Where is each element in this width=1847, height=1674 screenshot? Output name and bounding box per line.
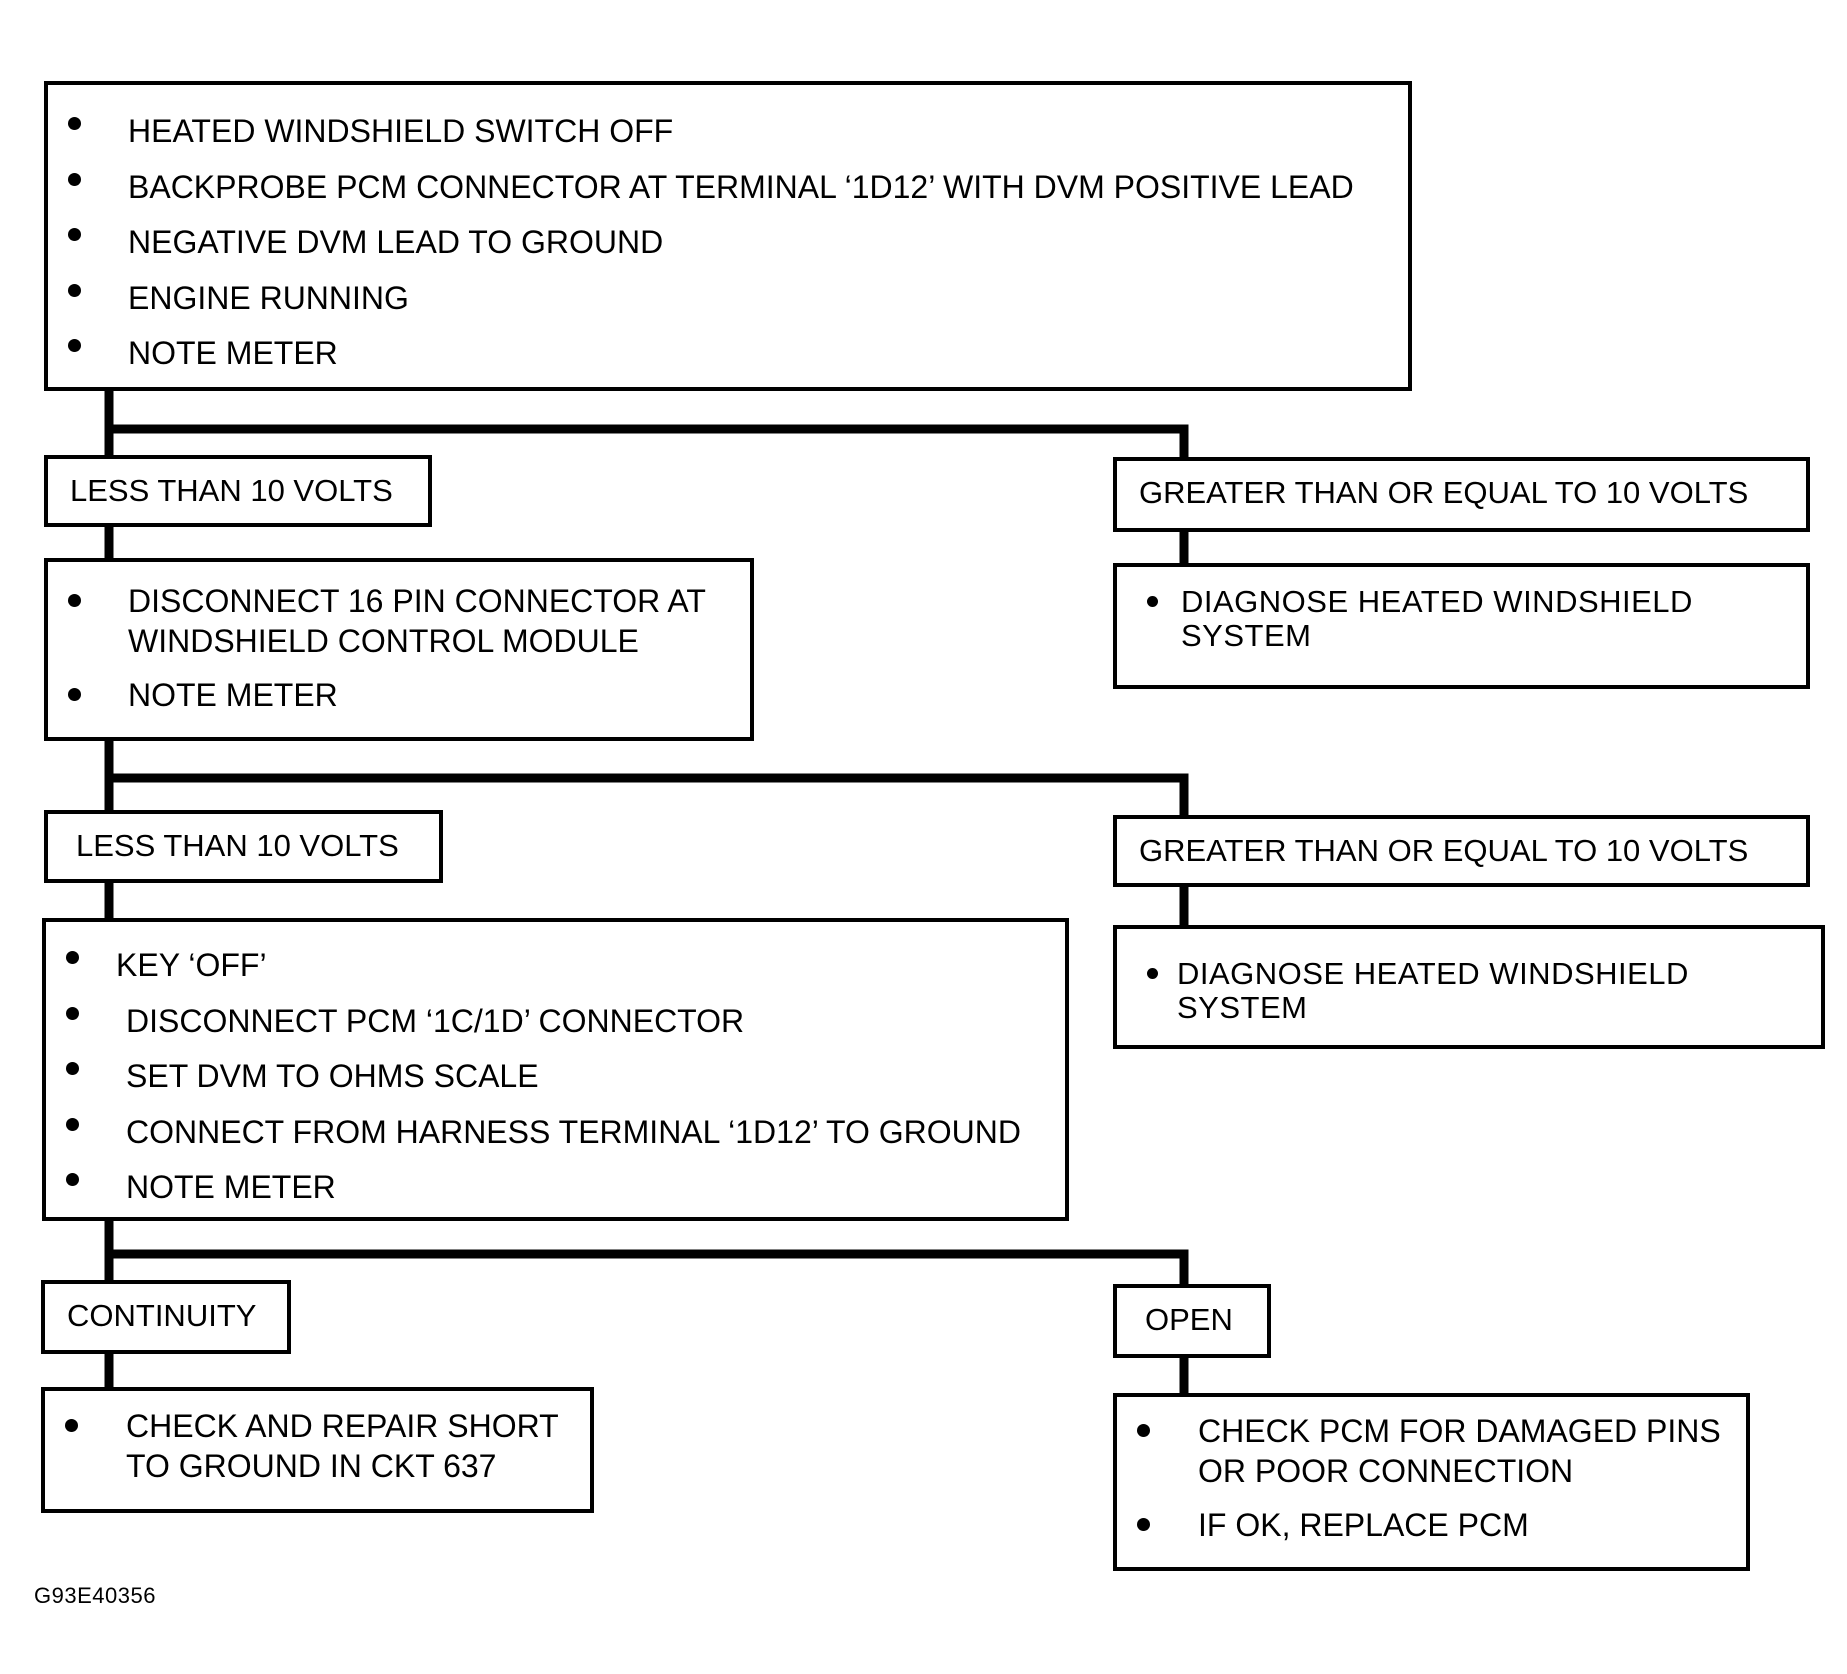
branch1-diagnose-box: DIAGNOSE HEATED WINDSHIELD SYSTEM <box>1113 563 1810 689</box>
open-action-line-2: OR POOR CONNECTION <box>1198 1453 1574 1489</box>
step2-bullet: DISCONNECT 16 PIN CONNECTOR AT WINDSHIEL… <box>48 581 750 661</box>
step1-bullet: BACKPROBE PCM CONNECTOR AT TERMINAL ‘1D1… <box>48 160 1408 216</box>
step3-bullet: KEY ‘OFF’ <box>46 938 1065 994</box>
step3-bullet: NOTE METER <box>46 1160 1065 1216</box>
branch2-diagnose-box: DIAGNOSE HEATED WINDSHIELD SYSTEM <box>1113 925 1825 1049</box>
continuity-action-line-2: TO GROUND IN CKT 637 <box>126 1448 497 1484</box>
connector-step2-right <box>104 773 1189 820</box>
connector-step1-right <box>104 424 1189 460</box>
step2-box: DISCONNECT 16 PIN CONNECTOR AT WINDSHIEL… <box>44 558 754 741</box>
step2-bullet-line-2: WINDSHIELD CONTROL MODULE <box>128 623 639 659</box>
step1-bullet: HEATED WINDSHIELD SWITCH OFF <box>48 104 1408 160</box>
step3-box: KEY ‘OFF’ DISCONNECT PCM ‘1C/1D’ CONNECT… <box>42 918 1069 1221</box>
step1-bullet: NEGATIVE DVM LEAD TO GROUND <box>48 215 1408 271</box>
step1-box: HEATED WINDSHIELD SWITCH OFF BACKPROBE P… <box>44 81 1412 391</box>
diagnose-line-2: SYSTEM <box>1177 990 1308 1026</box>
diagnose-line-1: DIAGNOSE HEATED WINDSHIELD <box>1181 584 1693 619</box>
connector-step3-right <box>104 1249 1189 1289</box>
open-action-bullet: CHECK PCM FOR DAMAGED PINS OR POOR CONNE… <box>1117 1411 1746 1491</box>
step3-bullet: SET DVM TO OHMS SCALE <box>46 1049 1065 1105</box>
continuity-action-box: CHECK AND REPAIR SHORT TO GROUND IN CKT … <box>41 1387 594 1513</box>
branch3-open-label: OPEN <box>1113 1284 1271 1358</box>
continuity-action-bullet: CHECK AND REPAIR SHORT TO GROUND IN CKT … <box>45 1406 590 1486</box>
step1-bullet: ENGINE RUNNING <box>48 271 1408 327</box>
continuity-action-line-1: CHECK AND REPAIR SHORT <box>126 1408 559 1444</box>
branch2-greater-equal-label: GREATER THAN OR EQUAL TO 10 VOLTS <box>1113 815 1810 887</box>
branch1-greater-equal-label: GREATER THAN OR EQUAL TO 10 VOLTS <box>1113 457 1810 532</box>
branch1-diagnose-bullet: DIAGNOSE HEATED WINDSHIELD SYSTEM <box>1117 584 1806 654</box>
branch2-less-than-label: LESS THAN 10 VOLTS <box>44 810 443 883</box>
branch2-diagnose-bullet: DIAGNOSE HEATED WINDSHIELD SYSTEM <box>1117 956 1821 1026</box>
diagnose-line-1: DIAGNOSE HEATED WINDSHIELD <box>1177 956 1689 991</box>
step2-bullet-line-1: DISCONNECT 16 PIN CONNECTOR AT <box>128 583 706 619</box>
open-action-bullet: IF OK, REPLACE PCM <box>1117 1505 1746 1545</box>
figure-id: G93E40356 <box>34 1583 156 1608</box>
open-action-box: CHECK PCM FOR DAMAGED PINS OR POOR CONNE… <box>1113 1393 1750 1571</box>
branch1-less-than-label: LESS THAN 10 VOLTS <box>44 455 432 527</box>
branch3-continuity-label: CONTINUITY <box>41 1280 291 1354</box>
open-action-line-1: CHECK PCM FOR DAMAGED PINS <box>1198 1413 1721 1449</box>
step3-bullet: DISCONNECT PCM ‘1C/1D’ CONNECTOR <box>46 994 1065 1050</box>
step1-bullet: NOTE METER <box>48 326 1408 382</box>
step2-bullet: NOTE METER <box>48 675 750 715</box>
step3-bullet: CONNECT FROM HARNESS TERMINAL ‘1D12’ TO … <box>46 1105 1065 1161</box>
diagnose-line-2: SYSTEM <box>1181 618 1312 654</box>
